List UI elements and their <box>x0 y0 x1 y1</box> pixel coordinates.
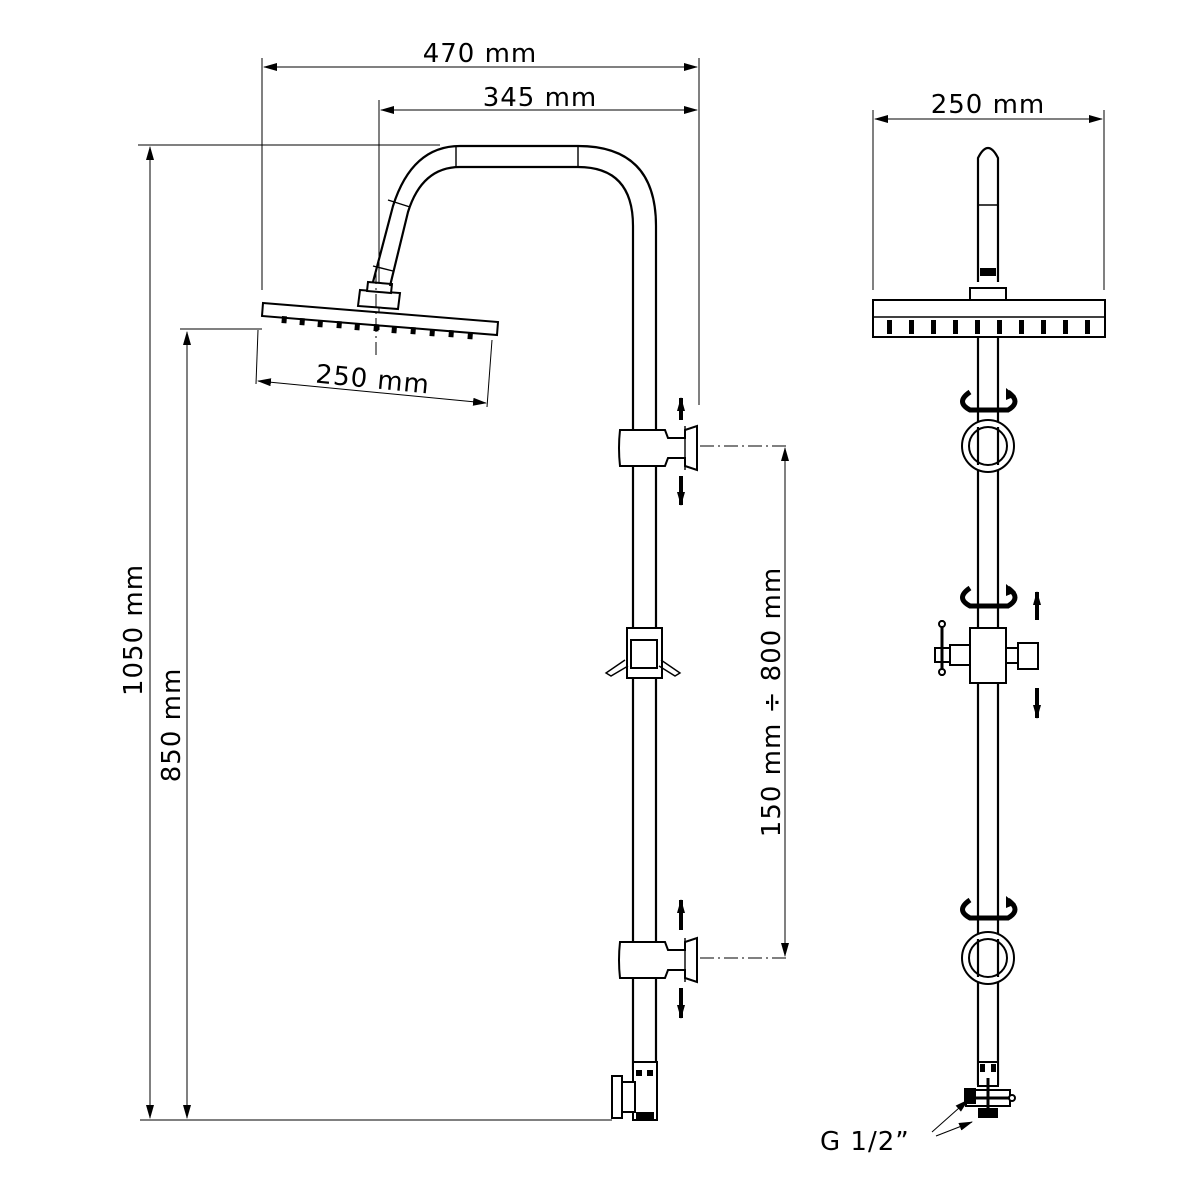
diverter-body-front <box>934 620 1039 684</box>
shower-arm <box>371 144 658 430</box>
dim-label-1050: 1050 mm <box>119 564 149 696</box>
shower-head-side <box>260 270 500 355</box>
diverter-body-side <box>604 627 682 679</box>
dimension-total-height: 1050 mm <box>119 144 440 1119</box>
shower-arm-front <box>969 146 1007 301</box>
dim-label-adjust-range: 150 mm ÷ 800 mm <box>757 567 787 837</box>
dimension-total-width: 470 mm <box>261 39 700 405</box>
rotate-icon <box>960 388 1018 413</box>
inlet-valve-front <box>964 1061 1016 1118</box>
dimension-head-width-front: 250 mm <box>872 90 1105 290</box>
rotate-icon <box>960 584 1018 609</box>
hand-shower-holder-upper <box>618 397 790 506</box>
ring-holder-upper <box>961 419 1015 473</box>
side-view: 470 mm 345 mm 1050 mm 850 mm <box>119 39 790 1121</box>
shower-head-front <box>872 299 1106 338</box>
dim-label-250-front: 250 mm <box>931 90 1046 120</box>
hand-shower-holder-lower <box>618 899 790 1019</box>
dim-label-345: 345 mm <box>483 83 598 113</box>
ring-holder-lower <box>961 931 1015 985</box>
connection-callout: G 1/2” <box>820 1099 973 1157</box>
inlet-valve-side <box>611 1061 658 1121</box>
dim-label-250-side: 250 mm <box>314 360 431 401</box>
connection-label: G 1/2” <box>820 1127 910 1157</box>
dimension-head-width-side: 250 mm <box>255 329 493 408</box>
dim-label-470: 470 mm <box>423 39 538 69</box>
dim-label-850: 850 mm <box>157 668 187 783</box>
rotate-icon <box>960 896 1018 921</box>
dimension-adjust-range: 150 mm ÷ 800 mm <box>757 447 789 957</box>
dimension-arm-reach: 345 mm <box>378 83 698 330</box>
dimension-head-height: 850 mm <box>140 328 612 1121</box>
front-view: 250 mm <box>820 90 1106 1157</box>
